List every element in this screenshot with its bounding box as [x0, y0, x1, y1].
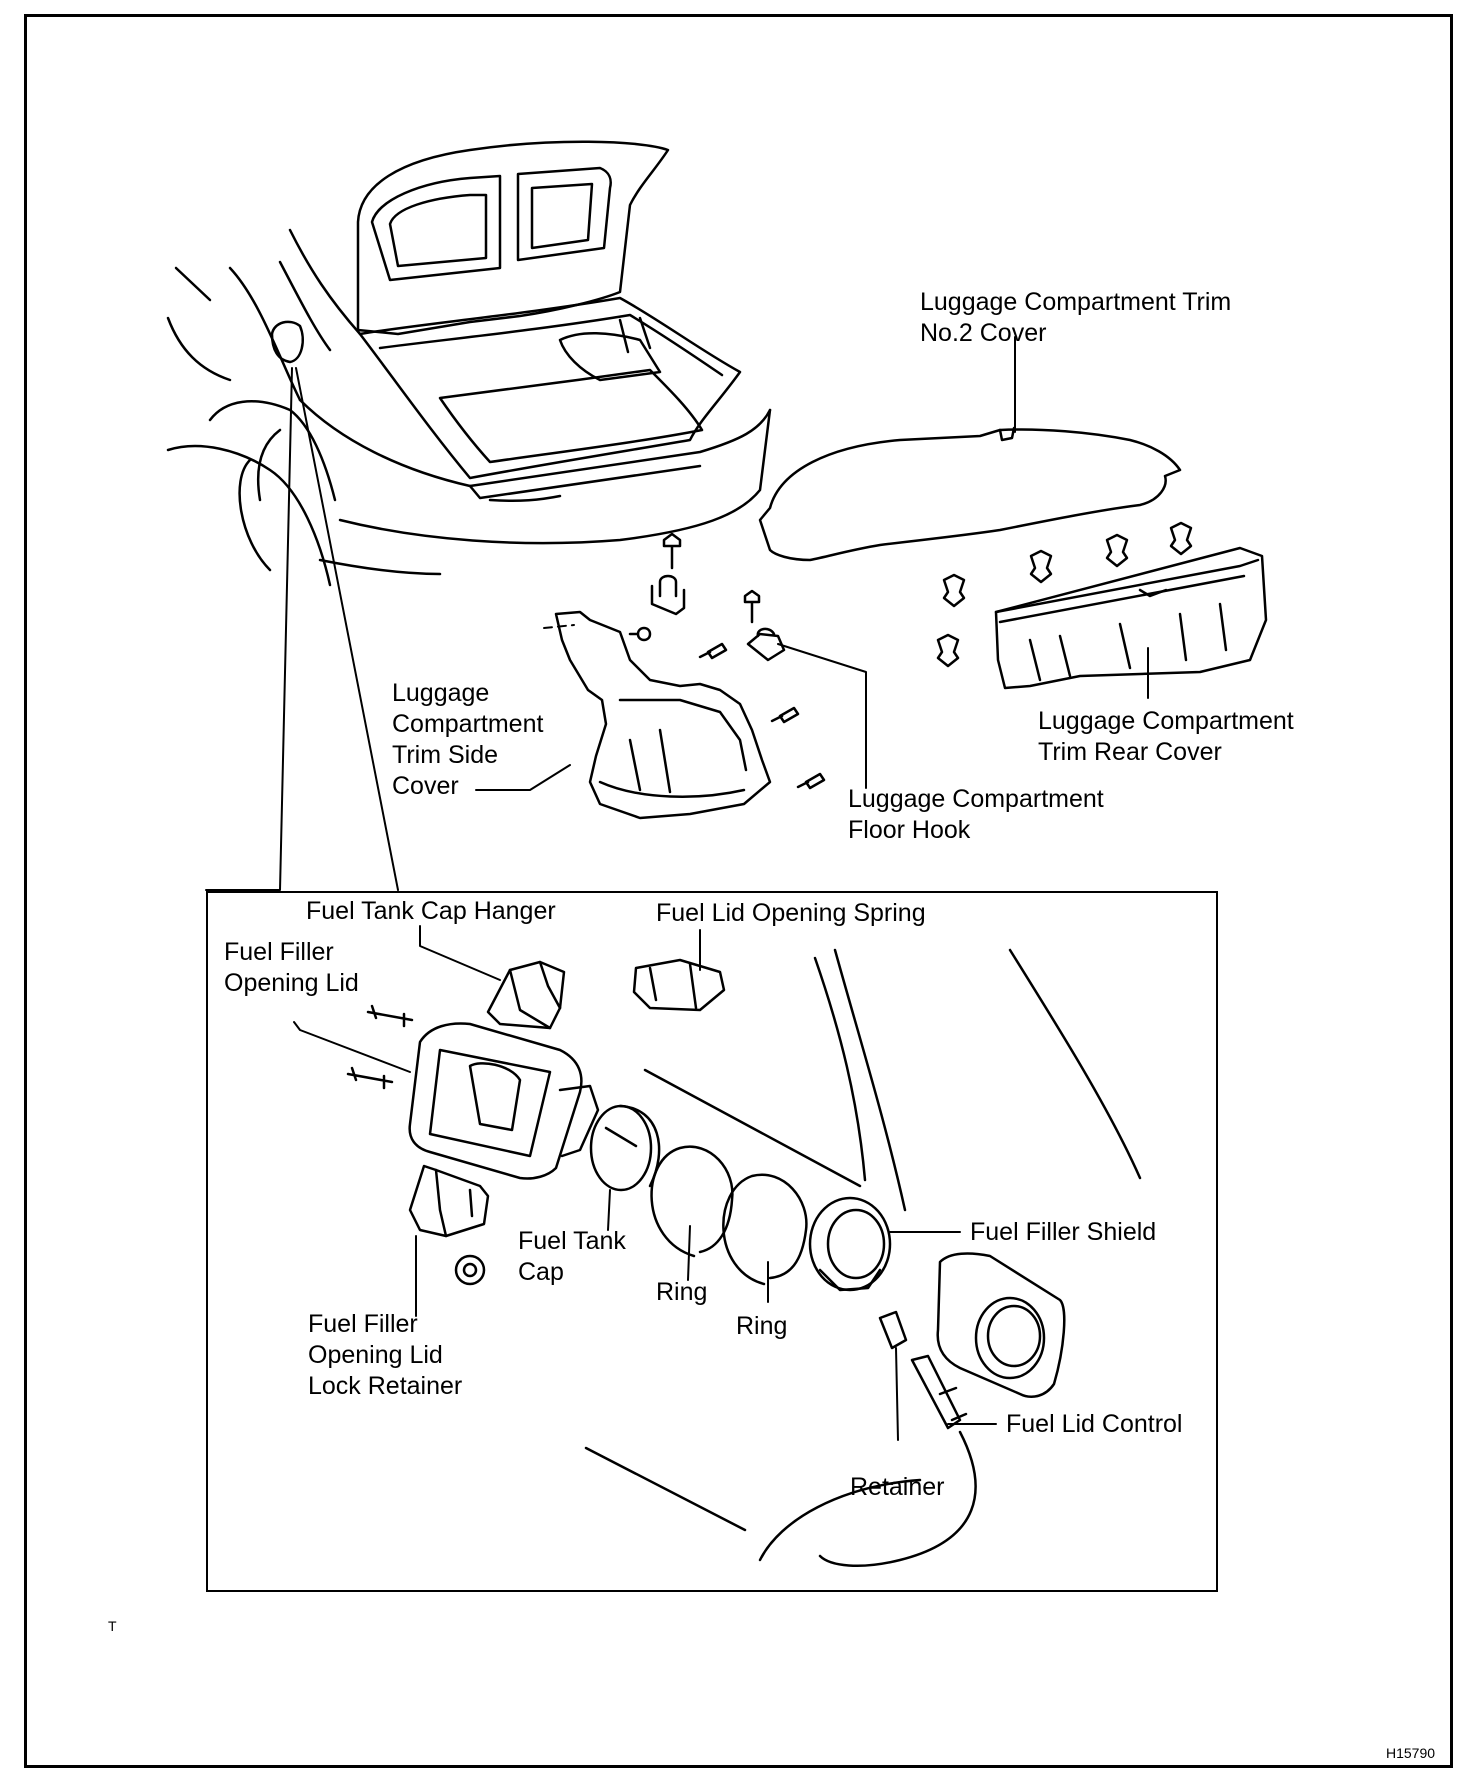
detail-inset-box: [206, 891, 1218, 1592]
inset-callout-line-left: [205, 367, 293, 891]
side-cover-dashed-guide: [543, 624, 575, 629]
label-floor-hook: Luggage Compartment Floor Hook: [848, 785, 1104, 844]
leader-fuel-tank-cap-hanger: [419, 925, 501, 981]
leader-ring-1: [687, 1225, 691, 1281]
label-retainer: Retainer: [850, 1473, 945, 1501]
inset-body-contours: [584, 948, 1142, 1562]
fuel-lid-opening-spring-part: [632, 958, 726, 1012]
fuel-tank-cap-hanger-part: [486, 960, 566, 1030]
label-fuel-lid-opening-spring: Fuel Lid Opening Spring: [656, 899, 926, 927]
trim-rear-cover-part: [994, 546, 1268, 690]
label-trim-no2-cover: Luggage Compartment Trim No.2 Cover: [920, 288, 1232, 347]
drawing-frame: [24, 14, 1453, 1768]
leader-floor-hook: [777, 643, 867, 789]
leader-fuel-tank-cap: [607, 1189, 611, 1231]
label-fuel-tank-cap-hanger: Fuel Tank Cap Hanger: [306, 897, 556, 925]
label-ring-2: Ring: [736, 1312, 788, 1340]
lock-retainer-part: [408, 1164, 490, 1238]
label-fuel-filler-opening-lid: Fuel Filler Opening Lid: [224, 938, 359, 997]
figure-code: H15790: [1386, 1745, 1436, 1761]
side-cover-fasteners: [628, 532, 826, 790]
trim-side-cover-part: [554, 610, 772, 820]
car-rear-illustration: [166, 140, 772, 587]
label-fuel-filler-shield: Fuel Filler Shield: [970, 1218, 1157, 1246]
label-ring-1: Ring: [656, 1278, 708, 1306]
fuel-tank-cap-part: [589, 1104, 661, 1192]
label-fuel-tank-cap: Fuel Tank Cap: [518, 1227, 626, 1286]
label-fuel-lid-control: Fuel Lid Control: [1006, 1410, 1183, 1438]
leader-fuel-filler-opening-lid: [293, 1021, 411, 1073]
inset-callout-line-right: [295, 367, 399, 891]
label-trim-rear-cover: Luggage Compartment Trim Rear Cover: [1038, 707, 1294, 766]
ring-parts: [650, 1145, 808, 1286]
corner-mark: T: [108, 1618, 117, 1634]
nut-part: [454, 1254, 486, 1286]
trim-no2-cover-part: [758, 426, 1182, 562]
leader-trim-side-cover: [475, 764, 571, 791]
leader-retainer: [895, 1347, 899, 1441]
lid-pins: [346, 1004, 414, 1090]
filler-protector-plate-part: [936, 1252, 1066, 1398]
fuel-lid-control-part: [818, 1310, 977, 1568]
fuel-filler-shield-part: [808, 1196, 892, 1292]
trim-clips: [936, 521, 1193, 668]
label-lock-retainer: Fuel Filler Opening Lid Lock Retainer: [308, 1310, 463, 1400]
label-trim-side-cover: Luggage Compartment Trim Side Cover: [392, 679, 544, 800]
fuel-filler-opening-lid-part: [408, 1022, 600, 1180]
